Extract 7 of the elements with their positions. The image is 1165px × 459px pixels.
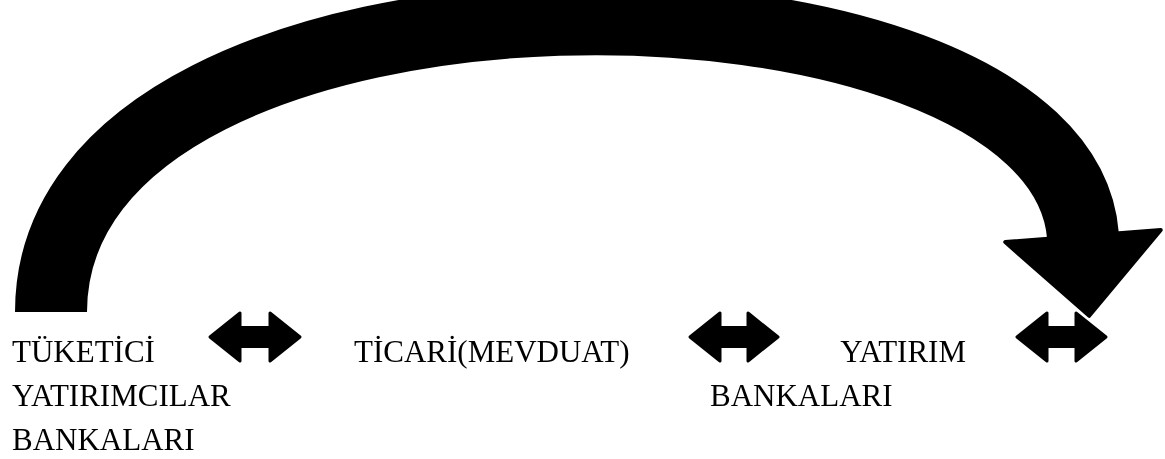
- node-label: TİCARİ(MEVDUAT): [354, 334, 630, 369]
- double-arrow: [688, 311, 780, 363]
- double-arrow: [208, 311, 302, 363]
- double-arrow: [1015, 311, 1108, 363]
- node-label: TÜKETİCİ YATIRIMCILAR BANKALARI: [12, 334, 231, 457]
- node-label: BANKALARI: [710, 378, 893, 413]
- node-label: YATIRIM: [840, 334, 966, 369]
